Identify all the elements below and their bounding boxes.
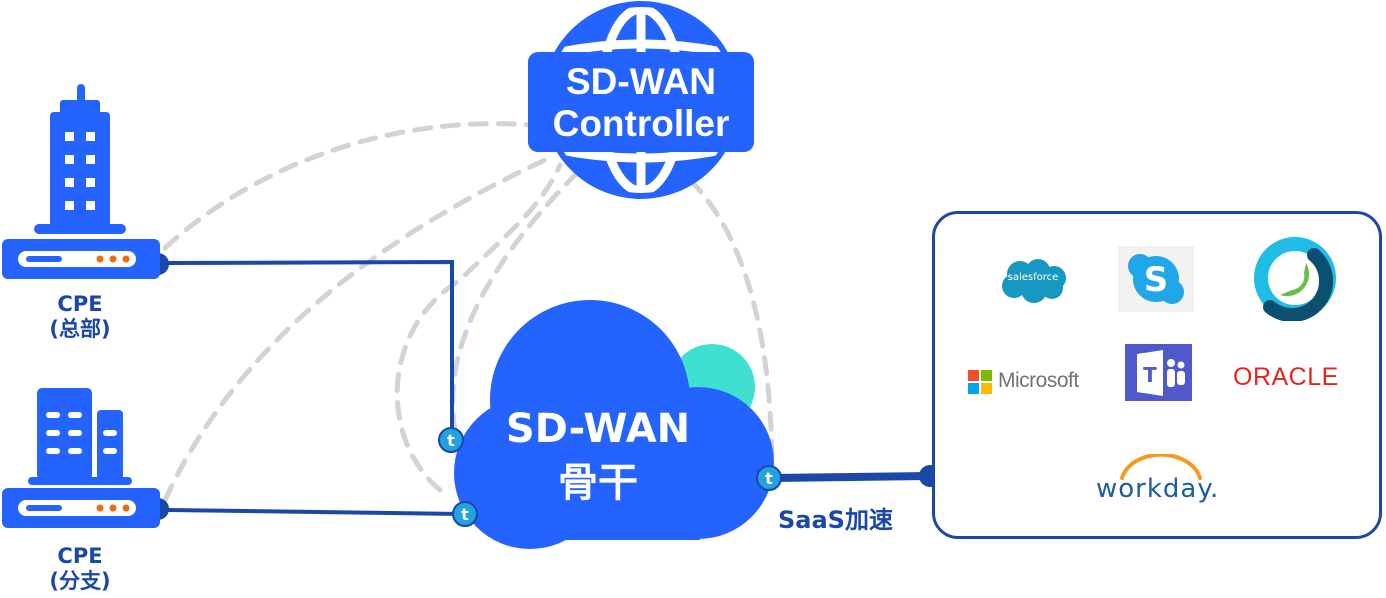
- skype-logo-icon: S: [1118, 246, 1194, 312]
- salesforce-logo-icon: [1002, 259, 1066, 303]
- hq-router-icon: [2, 239, 169, 279]
- branch-building-icon: [28, 388, 132, 485]
- cpe-hq-title: CPE: [57, 292, 103, 316]
- oracle-logo-text: ORACLE: [1233, 363, 1339, 391]
- dashed-link-controller-saas: [687, 177, 775, 463]
- backbone-cloud-icon: [454, 300, 774, 549]
- cpe-branch-label: CPE (分支): [20, 544, 140, 594]
- salesforce-logo-text: salesforce: [1007, 272, 1059, 283]
- svg-text:S: S: [1144, 260, 1169, 300]
- cpe-branch-title: CPE: [57, 544, 103, 568]
- endpoint-badge-icon: t: [452, 501, 478, 527]
- endpoint-badge-icon: t: [438, 427, 464, 453]
- backbone-label-line1: SD-WAN: [505, 406, 691, 452]
- svg-text:T: T: [1143, 363, 1157, 387]
- dashed-link-hq-controller: [162, 121, 533, 251]
- microsoft-logo-text: Microsoft: [998, 369, 1079, 392]
- link-hq-backbone: [167, 259, 454, 440]
- data-links: [167, 259, 463, 516]
- dashed-link-hq-backbone: [394, 162, 563, 493]
- cpe-branch-subtitle: (分支): [49, 569, 111, 593]
- svg-text:t: t: [461, 505, 469, 524]
- controller-label-line2: Controller: [552, 103, 730, 144]
- microsoft-logo-icon: [968, 370, 992, 394]
- link-backbone-saas: [771, 472, 931, 482]
- cpe-hq-subtitle: (总部): [49, 317, 111, 341]
- cpe-hq-label: CPE (总部): [20, 292, 140, 342]
- saas-acceleration-label: SaaS加速: [778, 506, 893, 534]
- backbone-label-line2: 骨干: [558, 460, 638, 506]
- teams-logo-icon: T: [1125, 344, 1192, 401]
- svg-text:t: t: [447, 431, 455, 450]
- endpoint-badge-icon: t: [756, 465, 782, 491]
- webex-logo-icon: [1254, 237, 1336, 321]
- controller-globe-icon: [528, 1, 754, 199]
- dashed-link-branch-controller: [162, 157, 548, 503]
- workday-logo-text: workday.: [1096, 474, 1220, 504]
- workday-arc-icon: [1120, 454, 1202, 480]
- hq-building-icon: [34, 84, 126, 234]
- endpoint-badges: t t t: [438, 427, 782, 527]
- controller-label-line1: SD-WAN: [565, 61, 717, 102]
- svg-text:t: t: [765, 469, 773, 488]
- link-branch-backbone: [167, 508, 463, 516]
- branch-router-icon: [2, 488, 169, 528]
